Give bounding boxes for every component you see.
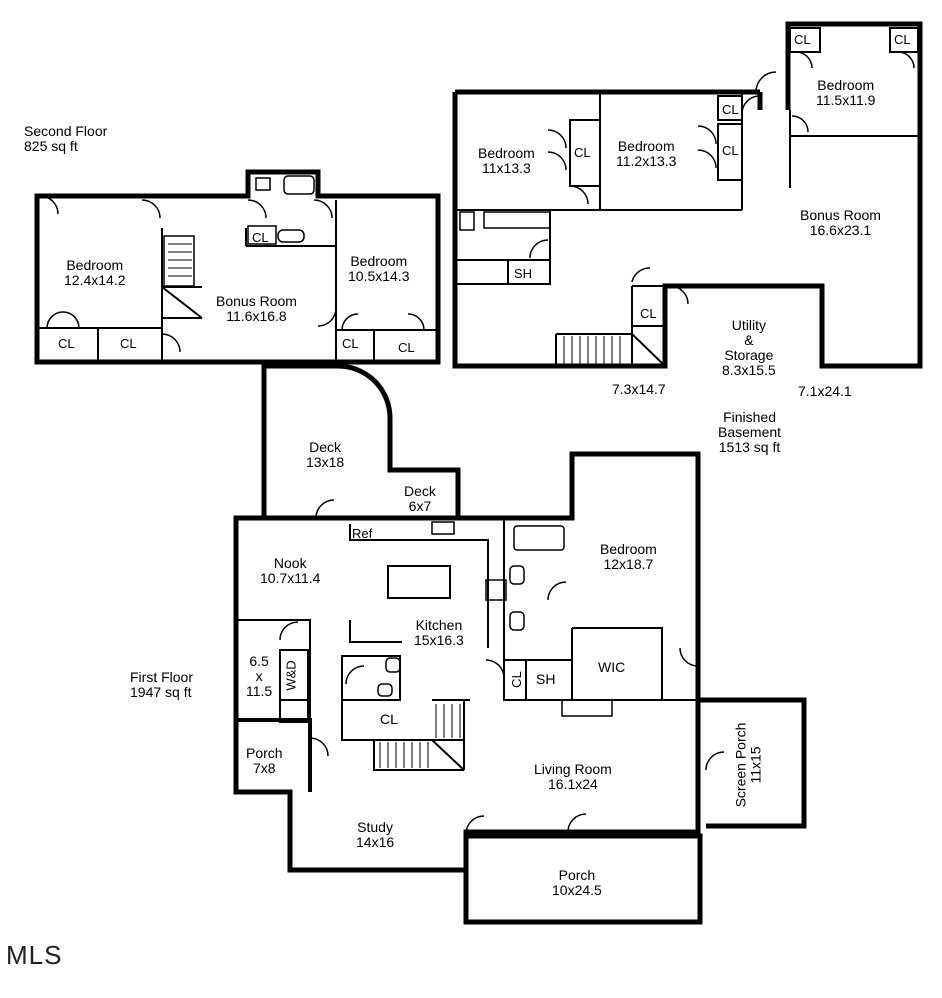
mls-watermark: MLS xyxy=(6,940,63,970)
room-name: Utility xyxy=(731,317,766,333)
room-bonus-second: Bonus Room 11.6x16.8 xyxy=(216,294,297,324)
room-bedroom-right: Bedroom 10.5x14.3 xyxy=(348,254,410,284)
room-size: 16.1x24 xyxy=(548,776,598,792)
room-size: 7x8 xyxy=(253,760,276,776)
room-name: Bedroom xyxy=(600,541,657,557)
room-size: 16.6x23.1 xyxy=(809,222,872,238)
room-name: Study xyxy=(357,819,393,835)
room-bedroom-first: Bedroom 12x18.7 xyxy=(600,542,657,572)
room-name: Porch xyxy=(246,745,283,761)
room-size: 11.5x11.9 xyxy=(816,92,876,108)
shower-label: SH xyxy=(536,671,556,687)
room-size: 12x18.7 xyxy=(603,556,654,572)
washer-dryer-label: W&D xyxy=(283,660,299,691)
room-size: 12.4x14.2 xyxy=(64,272,126,288)
second-floor-area: 825 sq ft xyxy=(24,138,78,154)
basement-name: Finished xyxy=(723,409,776,425)
room-size: 6.5 xyxy=(249,653,269,669)
closet-label: CL xyxy=(120,336,137,351)
room-basement-bedroom-2: Bedroom 11.2x13.3 xyxy=(616,139,676,169)
room-deck-large: Deck 13x18 xyxy=(306,440,344,470)
room-size: 14x16 xyxy=(356,834,395,850)
closet-label: CL xyxy=(894,32,911,47)
room-utility-storage: Utility & Storage 8.3x15.5 xyxy=(722,318,776,378)
closet-label: CL xyxy=(380,711,398,727)
room-name: Porch xyxy=(558,867,596,883)
room-study: Study 14x16 xyxy=(356,820,394,850)
room-size: 11x15 xyxy=(747,746,764,784)
second-floor-name: Second Floor xyxy=(24,123,108,139)
room-name: Nook xyxy=(273,555,307,571)
room-name: Screen Porch xyxy=(732,722,749,808)
closet-label: CL xyxy=(252,230,269,245)
room-name: & xyxy=(744,332,754,348)
room-laundry: 6.5 x 11.5 xyxy=(246,654,272,699)
room-basement-bedroom-3: Bedroom 11.5x11.9 xyxy=(816,78,875,108)
room-size: 11x13.3 xyxy=(482,160,531,176)
room-kitchen: Kitchen 15x16.3 xyxy=(414,618,464,648)
room-name: Bonus Room xyxy=(800,207,881,223)
closet-label: CL xyxy=(574,145,591,160)
first-floor-plan xyxy=(233,363,807,925)
room-living: Living Room 16.1x24 xyxy=(534,762,612,792)
room-name: Bedroom xyxy=(478,145,535,161)
room-size: 10.7x11.4 xyxy=(260,570,321,586)
room-size: x xyxy=(255,668,263,684)
room-size: 8.3x15.5 xyxy=(722,362,776,378)
room-name: Bedroom xyxy=(66,257,124,273)
room-name: Bedroom xyxy=(350,253,408,269)
room-deck-small: Deck 6x7 xyxy=(404,484,436,514)
closet-label: CL xyxy=(342,336,359,351)
basement-area: 1513 sq ft xyxy=(718,439,781,455)
basement-title: Finished Basement 1513 sq ft xyxy=(718,410,781,455)
room-name: Deck xyxy=(404,483,436,499)
room-name: Bedroom xyxy=(617,138,675,154)
room-size: 10.5x14.3 xyxy=(348,268,410,284)
room-size: 15x16.3 xyxy=(414,632,464,648)
room-nook: Nook 10.7x11.4 xyxy=(260,556,320,586)
room-size: 6x7 xyxy=(408,498,432,514)
second-floor-plan xyxy=(34,169,441,365)
room-size: 11.6x16.8 xyxy=(226,308,287,324)
closet-label: CL xyxy=(398,340,415,355)
dimension-label: 7.3x14.7 xyxy=(612,381,666,397)
shower-label: SH xyxy=(514,266,533,281)
closet-label: CL xyxy=(794,32,811,47)
room-size: 11.5 xyxy=(246,683,273,699)
walk-in-closet-label: WIC xyxy=(598,659,626,675)
basement-name-2: Basement xyxy=(718,424,782,440)
room-name: Bonus Room xyxy=(216,293,297,309)
room-porch-small: Porch 7x8 xyxy=(246,746,283,776)
room-name: Living Room xyxy=(534,761,612,777)
room-porch: Porch 10x24.5 xyxy=(552,868,602,898)
first-floor-name: First Floor xyxy=(130,669,193,685)
room-screen-porch: Screen Porch 11x15 xyxy=(732,722,764,808)
room-bedroom-left: Bedroom 12.4x14.2 xyxy=(64,258,126,288)
closet-label: CL xyxy=(722,143,739,158)
second-floor-title: Second Floor 825 sq ft xyxy=(24,124,107,154)
basement-plan xyxy=(452,21,923,369)
first-floor-title: First Floor 1947 sq ft xyxy=(130,670,193,700)
closet-label: CL xyxy=(508,671,524,688)
room-basement-bedroom-1: Bedroom 11x13.3 xyxy=(478,146,535,176)
room-name: Deck xyxy=(309,439,342,455)
first-floor-area: 1947 sq ft xyxy=(130,684,192,700)
room-size: 10x24.5 xyxy=(552,882,602,898)
room-basement-bonus: Bonus Room 16.6x23.1 xyxy=(800,208,881,238)
closet-label: CL xyxy=(722,102,739,117)
refrigerator-label: Ref xyxy=(352,526,373,541)
room-size: 11.2x13.3 xyxy=(616,153,677,169)
closet-label: CL xyxy=(640,306,657,321)
room-size: 13x18 xyxy=(306,454,345,470)
room-name: Bedroom xyxy=(817,77,875,93)
dimension-label: 7.1x24.1 xyxy=(798,383,852,399)
closet-label: CL xyxy=(58,336,75,351)
room-name: Storage xyxy=(724,347,774,363)
room-name: Kitchen xyxy=(415,617,463,633)
